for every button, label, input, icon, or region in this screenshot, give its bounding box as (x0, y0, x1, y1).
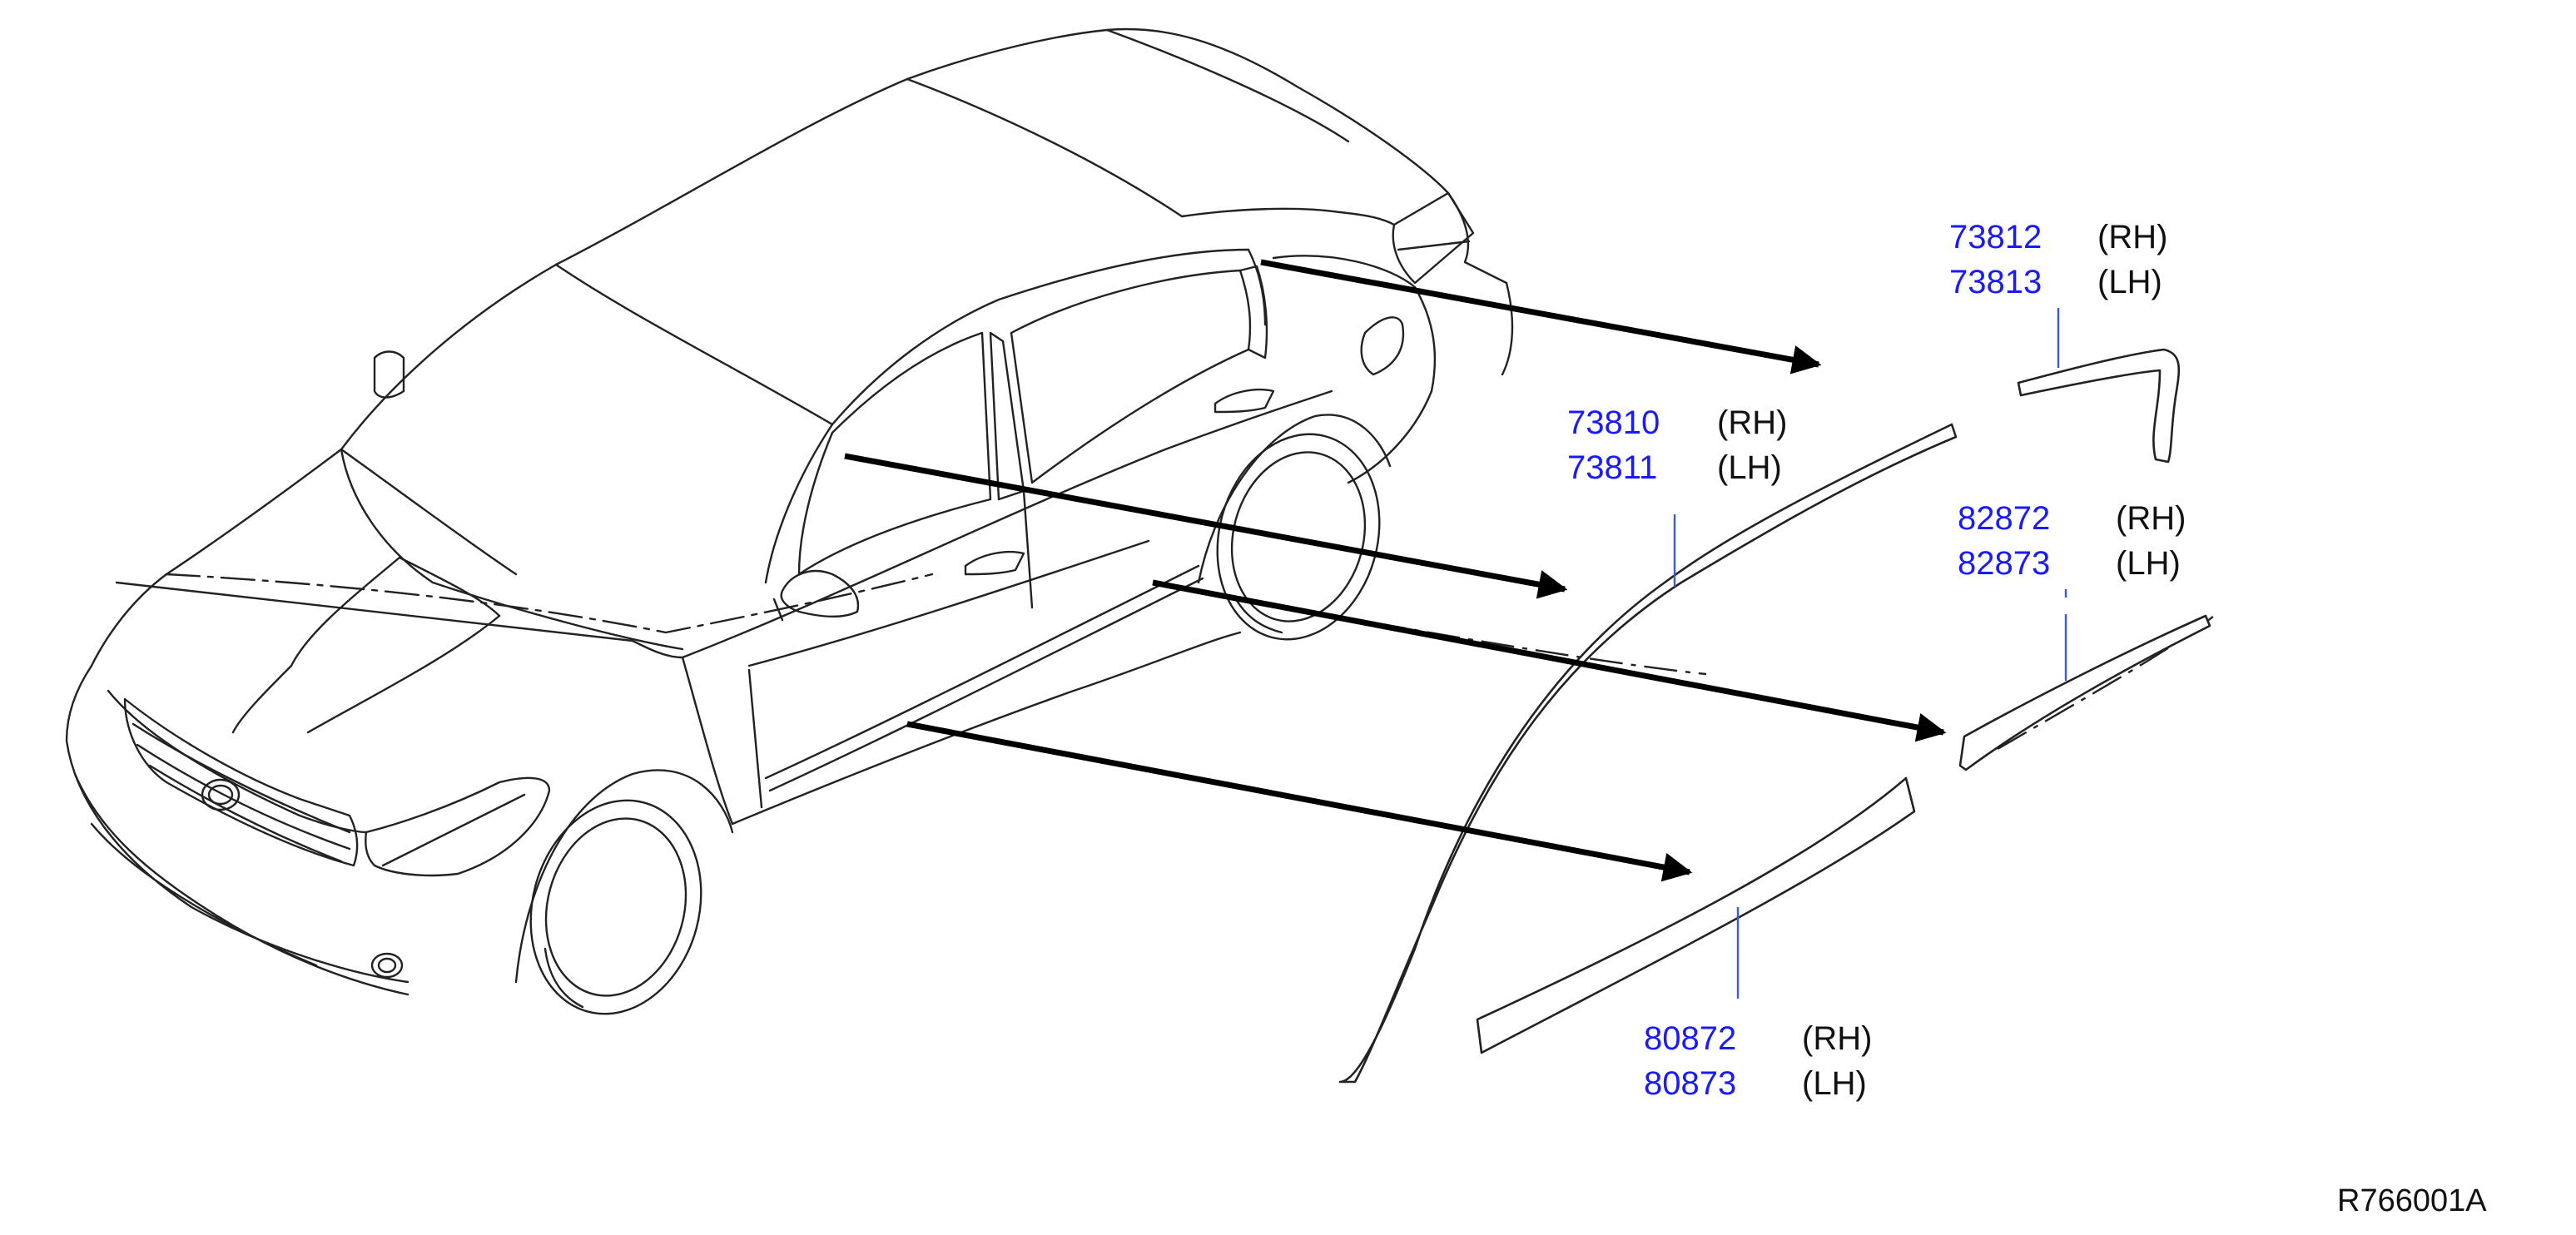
part-number-73813[interactable]: 73813 (1949, 264, 2042, 300)
side-lh: (LH) (1717, 449, 1782, 486)
sedan-car-illustration (65, 27, 1514, 1015)
molding-path-dashed (1156, 581, 1707, 676)
side-rh: (RH) (1717, 404, 1788, 441)
part-number-80872[interactable]: 80872 (1644, 1020, 1737, 1057)
door-molding-rear-part[interactable] (1958, 614, 2211, 771)
part-number-82873[interactable]: 82873 (1958, 545, 2051, 582)
door-molding-front-part[interactable] (1476, 776, 1916, 1054)
side-rh: (RH) (2097, 219, 2168, 255)
roof-molding-front-part[interactable] (1338, 423, 1958, 1084)
leader-lines (1673, 308, 2067, 999)
part-number-82872[interactable]: 82872 (1958, 500, 2051, 537)
roof-molding-rear-part[interactable] (2017, 348, 2181, 464)
side-rh: (RH) (2116, 500, 2186, 537)
arrows (844, 259, 1947, 882)
part-number-80873[interactable]: 80873 (1644, 1065, 1737, 1102)
part-number-73812[interactable]: 73812 (1949, 219, 2042, 255)
part-number-73810[interactable]: 73810 (1567, 404, 1660, 441)
side-rh: (RH) (1802, 1020, 1873, 1057)
part-number-73811[interactable]: 73811 (1567, 449, 1658, 486)
diagram-reference-code: R766001A (2337, 1183, 2487, 1218)
side-lh: (LH) (1802, 1065, 1867, 1102)
side-lh: (LH) (2097, 264, 2162, 300)
side-lh: (LH) (2116, 545, 2181, 582)
